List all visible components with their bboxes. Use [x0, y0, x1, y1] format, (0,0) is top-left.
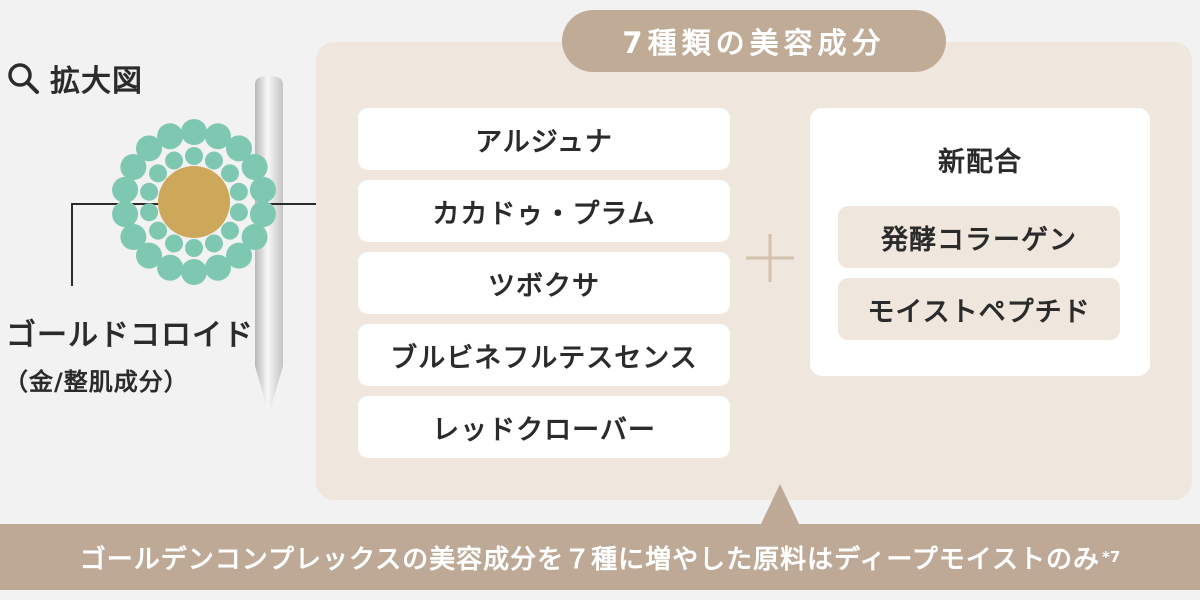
colloid-bead — [181, 119, 207, 145]
ingredient-item: レッドクローバー — [358, 396, 730, 458]
colloid-bead — [112, 201, 139, 228]
colloid-bead — [220, 164, 239, 183]
colloid-bead — [249, 201, 276, 228]
colloid-bead — [226, 242, 252, 269]
ingredient-item: ブルビネフルテスセンス — [358, 324, 730, 386]
colloid-bead — [204, 151, 223, 170]
magnifier-icon — [8, 63, 39, 94]
colloid-bead — [165, 151, 184, 170]
panel-title: 7種類の美容成分 — [562, 10, 946, 72]
colloid-bead — [226, 135, 252, 162]
colloid-bead — [120, 224, 147, 250]
colloid-bead — [140, 203, 159, 222]
colloid-bead — [149, 164, 168, 183]
footnote-marker: *7 — [1102, 548, 1121, 566]
colloid-bead — [241, 154, 268, 180]
colloid-bead — [229, 203, 248, 222]
colloid-bead — [241, 224, 268, 250]
colloid-bead — [136, 135, 162, 162]
colloid-bead — [149, 221, 168, 240]
colloid-bead — [120, 154, 147, 180]
gold-colloid-label: ゴールドコロイド — [6, 318, 254, 353]
colloid-bead — [112, 176, 139, 203]
colloid-bead — [229, 182, 248, 201]
gold-colloid-sublabel: （金/整肌成分） — [4, 368, 189, 396]
colloid-bead — [185, 239, 203, 257]
colloid-bead — [204, 123, 231, 150]
zoom-label-text: 拡大図 — [50, 64, 143, 99]
zoom-label: 拡大図 — [6, 58, 143, 99]
colloid-bead — [185, 147, 203, 165]
new-blend-title: 新配合 — [938, 147, 1022, 178]
colloid-bead — [157, 254, 184, 281]
gold-core — [158, 166, 230, 238]
colloid-bead — [204, 254, 231, 281]
plus-icon — [746, 234, 794, 282]
ingredient-item: アルジュナ — [358, 108, 730, 170]
colloid-bead — [249, 176, 276, 203]
gold-colloid-illustration — [112, 119, 276, 285]
colloid-bead — [157, 123, 184, 150]
banner-pointer — [760, 484, 800, 526]
colloid-bead — [136, 242, 162, 269]
colloid-bead — [220, 221, 239, 240]
new-blend-item: モイストペプチド — [838, 278, 1120, 340]
footer-banner: ゴールデンコンプレックスの美容成分を７種に増やした原料はディープモイストのみ*7 — [0, 524, 1200, 590]
new-blend-item: 発酵コラーゲン — [838, 206, 1120, 268]
colloid-bead — [204, 234, 223, 253]
ingredient-item: カカドゥ・プラム — [358, 180, 730, 242]
colloid-bead — [140, 182, 159, 201]
ingredient-item: ツボクサ — [358, 252, 730, 314]
colloid-bead — [165, 234, 184, 253]
colloid-bead — [181, 259, 207, 285]
banner-text: ゴールデンコンプレックスの美容成分を７種に増やした原料はディープモイストのみ — [79, 544, 1100, 575]
